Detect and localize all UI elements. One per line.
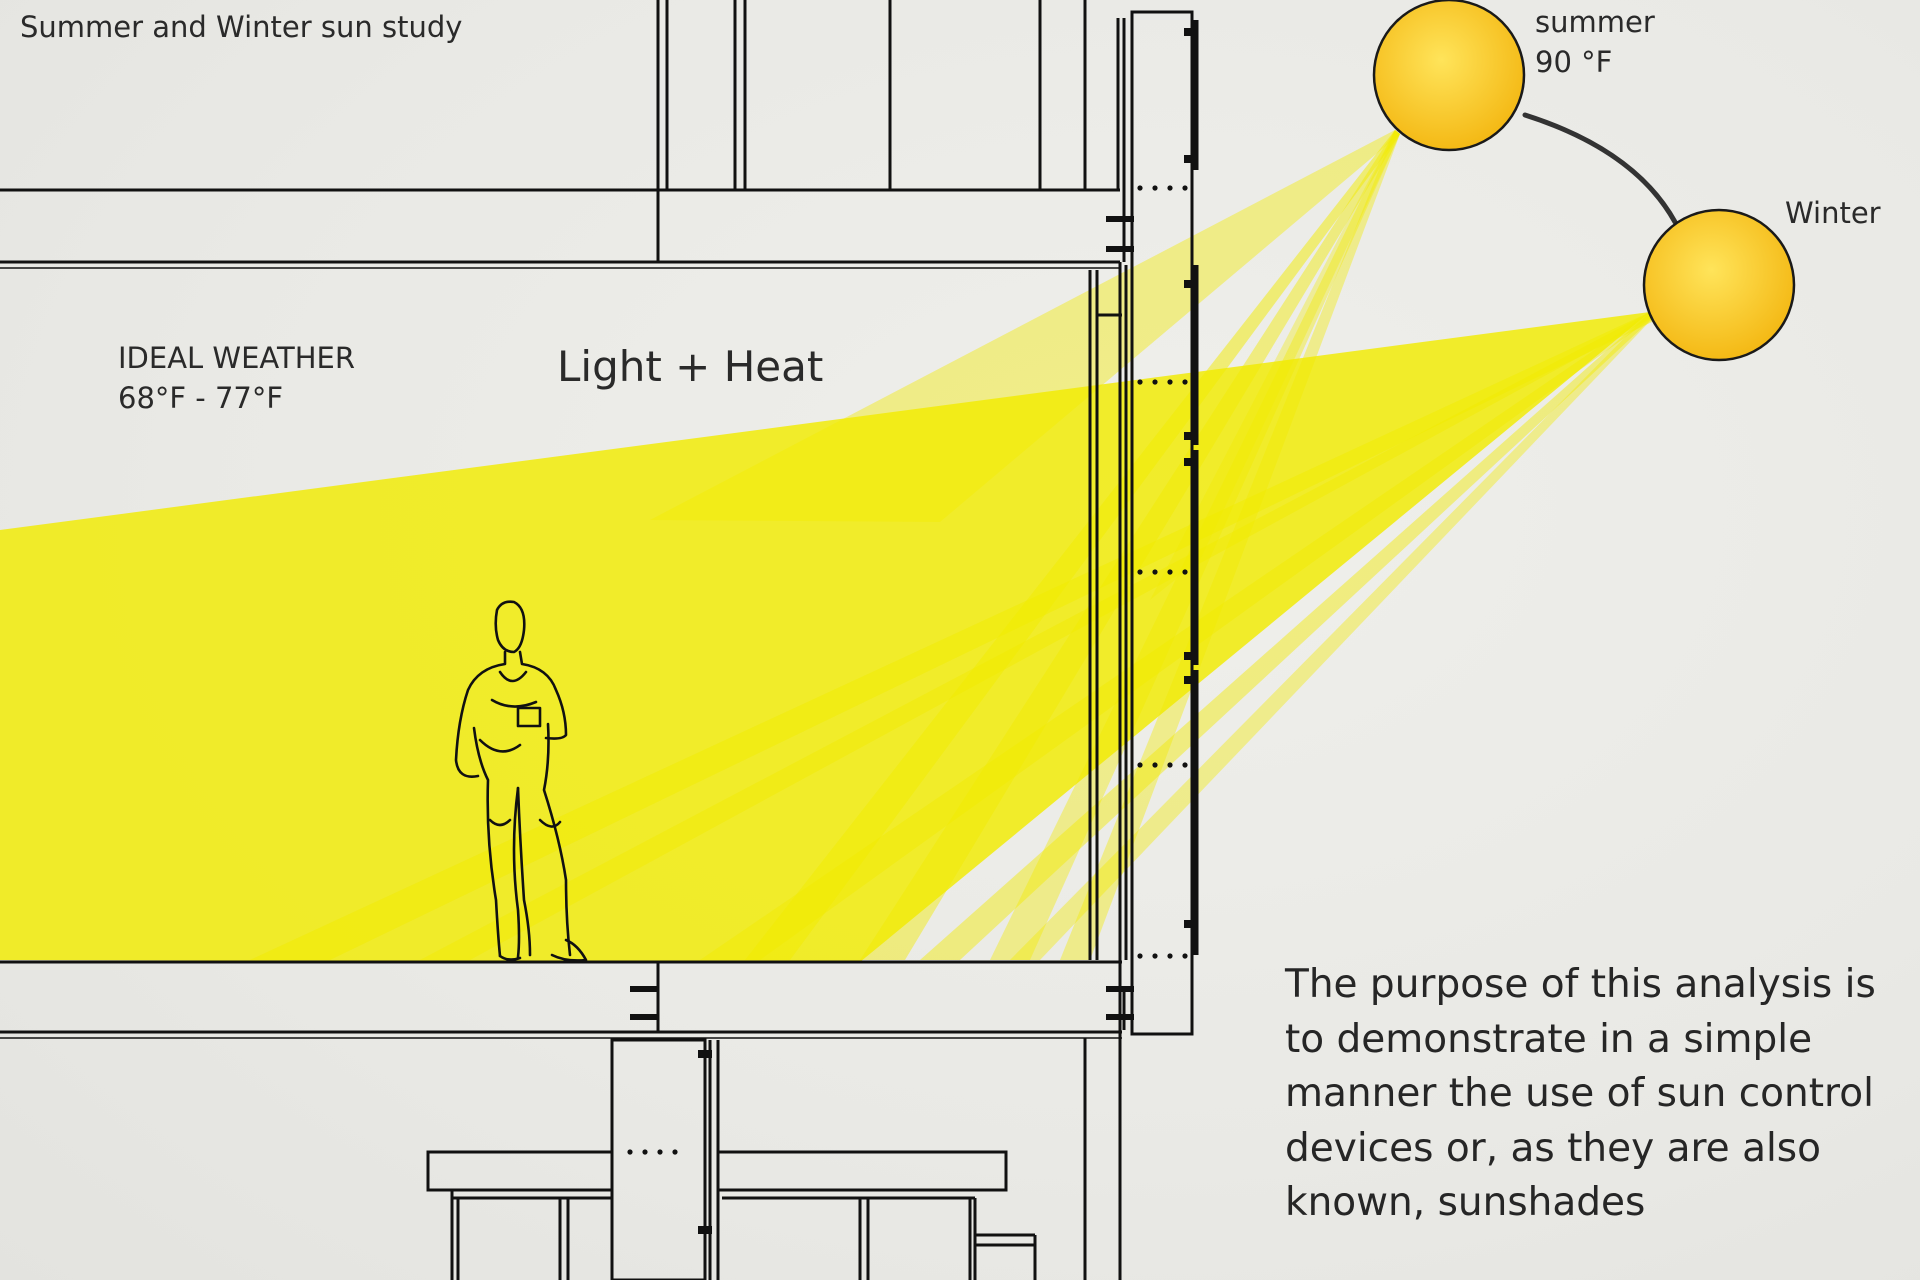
summer-label: summer	[1535, 5, 1655, 39]
building-structure	[0, 0, 1122, 1280]
winter-sun-beams	[0, 312, 1660, 962]
sun-path-arc	[1522, 112, 1678, 225]
description-line: devices or, as they are also	[1285, 1125, 1821, 1171]
description-line: The purpose of this analysis is	[1285, 962, 1876, 1007]
ideal-weather-range: 68°F - 77°F	[118, 381, 284, 415]
description-line: known, sunshades	[1285, 1180, 1646, 1225]
light-heat-label: Light + Heat	[557, 342, 824, 391]
summer-temperature: 90 °F	[1535, 45, 1613, 79]
winter-sun-label: Winter	[1785, 196, 1881, 230]
winter-sun-icon	[1642, 208, 1796, 362]
description-line: manner the use of sun control	[1285, 1071, 1874, 1116]
purpose-description: The purpose of this analysis is to demon…	[1285, 958, 1905, 1231]
summer-sun-label: summer 90 °F	[1535, 2, 1655, 82]
ideal-weather-label: IDEAL WEATHER 68°F - 77°F	[118, 338, 355, 418]
description-line: to demonstrate in a simple	[1285, 1016, 1813, 1062]
ideal-weather-heading: IDEAL WEATHER	[118, 341, 355, 375]
sunshade-brackets	[627, 28, 1198, 1234]
person-figure	[454, 600, 588, 962]
sunshade-assembly	[1122, 10, 1199, 1036]
diagram-title: Summer and Winter sun study	[20, 10, 463, 44]
summer-sun-icon	[1372, 0, 1526, 152]
